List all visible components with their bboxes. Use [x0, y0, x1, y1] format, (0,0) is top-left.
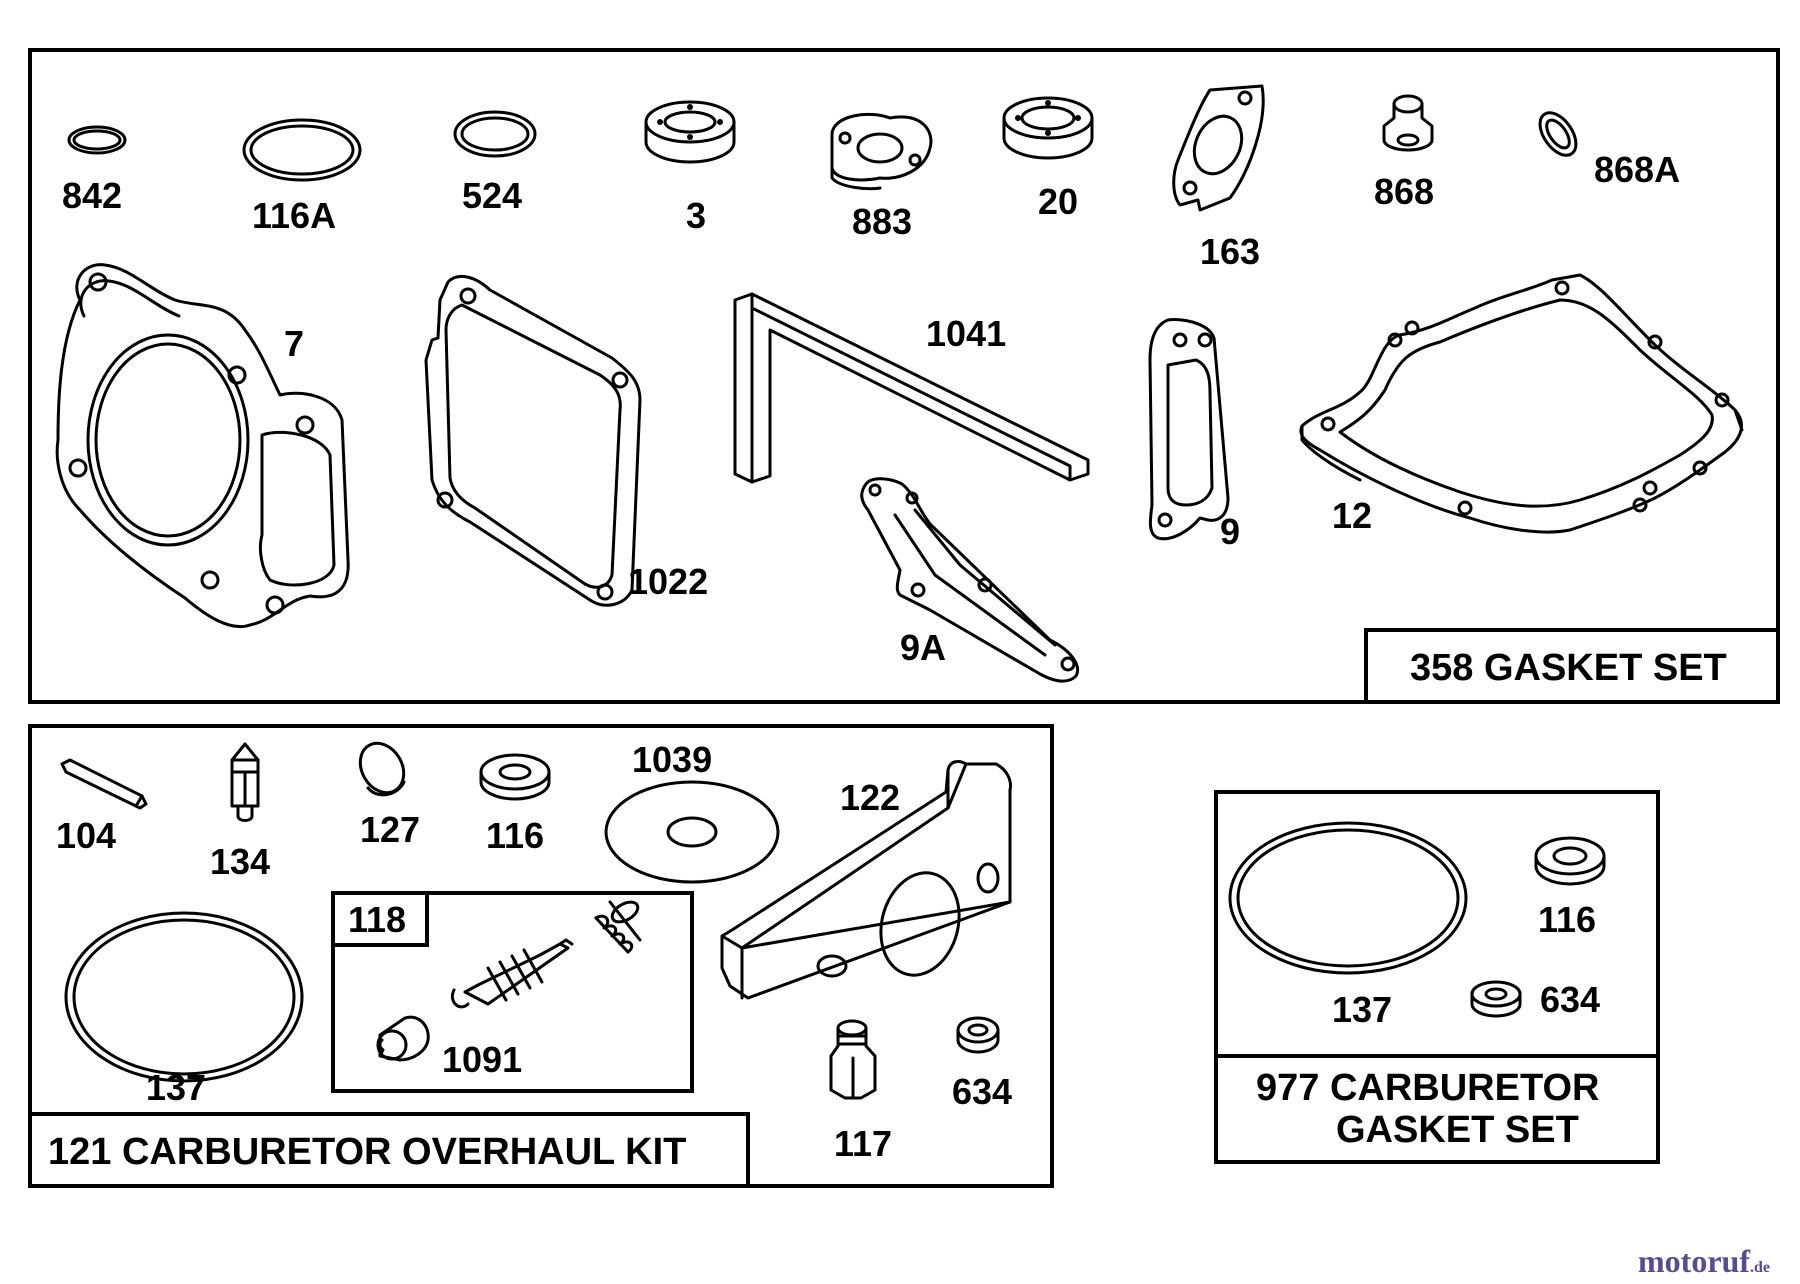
gasket-set-title-box	[1364, 628, 1780, 704]
part-116-washer	[479, 753, 551, 801]
part-163-gasket	[1172, 84, 1265, 212]
label-868A: 868A	[1594, 149, 1680, 190]
label-524: 524	[462, 175, 522, 216]
label-116: 116	[486, 815, 544, 856]
label-634: 634	[952, 1071, 1012, 1112]
label-116A: 116A	[252, 195, 336, 236]
watermark: motoruf.de	[1638, 1243, 1770, 1279]
gasket-set-frame	[28, 48, 1780, 704]
part-9A-gasket	[860, 477, 1079, 683]
part-116A-o-ring	[242, 118, 362, 182]
part-883-gasket	[830, 112, 933, 191]
label-104: 104	[56, 815, 116, 856]
label-868: 868	[1374, 171, 1434, 212]
part-spring	[594, 900, 642, 954]
part-1039-diaphragm	[604, 780, 780, 884]
watermark-tld: .de	[1750, 1259, 1770, 1276]
part-limiter-cap	[376, 1015, 430, 1062]
label-1022: 1022	[628, 561, 708, 602]
part-7-cylinder-head-gasket	[55, 263, 350, 628]
label-12: 12	[1332, 495, 1372, 536]
part-1041-bar	[733, 292, 1090, 484]
carb-gasket-set-frame	[1214, 790, 1660, 1164]
part-868-valve-seal	[1382, 94, 1434, 152]
part-134-inlet-needle	[230, 742, 260, 822]
part-127-welch-plug	[358, 741, 406, 797]
label-3: 3	[686, 195, 706, 236]
overhaul-kit-title-box	[28, 1112, 750, 1188]
part-868A-washer	[1538, 111, 1578, 157]
part-104-pin	[60, 758, 148, 810]
label-9: 9	[1220, 511, 1240, 552]
label-137: 137	[146, 1067, 206, 1108]
part-20-oil-seal	[1002, 96, 1094, 160]
label-9A: 9A	[900, 627, 946, 668]
part-137-o-ring-carb-set	[1228, 821, 1468, 975]
label-1041: 1041	[926, 313, 1006, 354]
label-20: 20	[1038, 181, 1078, 222]
part-137-o-ring	[64, 911, 304, 1083]
overhaul-kit-title: 121 CARBURETOR OVERHAUL KIT	[48, 1131, 686, 1173]
label-1039: 1039	[632, 739, 712, 780]
part-9-gasket	[1148, 318, 1230, 541]
label-122: 122	[840, 777, 900, 818]
gasket-set-title: 358 GASKET SET	[1410, 647, 1727, 689]
label-163: 163	[1200, 231, 1260, 272]
watermark-brand: motoruf	[1638, 1243, 1750, 1279]
label-842: 842	[62, 175, 122, 216]
part-12-crankcase-gasket	[1299, 273, 1744, 534]
label-116-carb-set: 116	[1538, 899, 1596, 940]
carb-gasket-set-panel: 977 CARBURETOR GASKET SET 137 116 634	[1214, 790, 1660, 1164]
part-842-o-ring	[67, 125, 127, 155]
label-117: 117	[834, 1123, 892, 1164]
label-1091: 1091	[442, 1039, 522, 1080]
label-7: 7	[284, 323, 304, 364]
gasket-set-panel: 358 GASKET SET 842 116A 524 3	[28, 48, 1780, 704]
part-1091-adjusting-screw	[451, 938, 574, 1009]
part-3-oil-seal	[644, 100, 736, 164]
label-883: 883	[852, 201, 912, 242]
label-634-carb-set: 634	[1540, 979, 1600, 1020]
overhaul-kit-panel: 121 CARBURETOR OVERHAUL KIT 104 134 127	[28, 724, 1054, 1188]
watermark-logo: motoruf.de	[1638, 1243, 1770, 1279]
sub-kit-118-frame	[331, 891, 694, 1093]
part-1022-gasket	[424, 274, 642, 607]
label-134: 134	[210, 841, 270, 882]
label-137-carb-set: 137	[1332, 989, 1392, 1030]
carb-gasket-set-title-line2: GASKET SET	[1336, 1109, 1579, 1151]
part-634-washer	[956, 1016, 1000, 1054]
sub-kit-118-title: 118	[348, 899, 406, 940]
part-117-main-jet	[829, 1019, 877, 1100]
part-122-spacer	[720, 760, 1012, 1000]
label-127: 127	[360, 809, 420, 850]
carb-gasket-set-title-line1: 977 CARBURETOR	[1256, 1067, 1599, 1109]
part-116-washer-carb-set	[1534, 836, 1606, 886]
sub-kit-118: 118 1091	[331, 891, 694, 1093]
part-634-washer-carb-set	[1470, 980, 1522, 1018]
sub-kit-118-title-box	[331, 891, 429, 947]
part-524-o-ring	[453, 110, 537, 158]
